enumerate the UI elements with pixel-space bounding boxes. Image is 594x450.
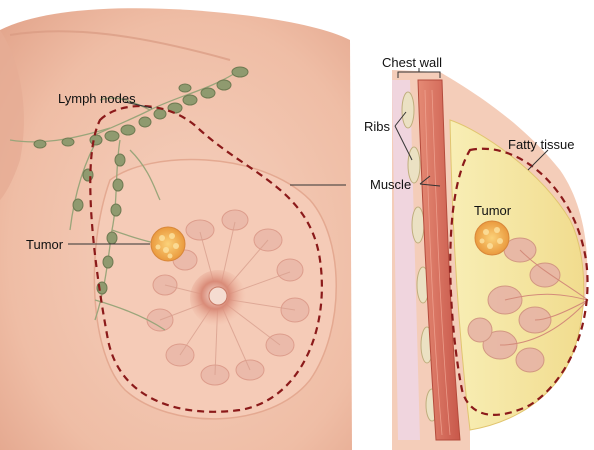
tumor-side	[475, 221, 509, 255]
lymph-node	[232, 67, 248, 77]
chest-wall-label: Chest wall	[382, 56, 442, 69]
fatty-tissue	[450, 120, 584, 430]
lymph-node	[201, 88, 215, 98]
front-view	[0, 8, 352, 450]
lymph-node	[103, 256, 113, 268]
lymph-node	[73, 199, 83, 211]
lymph-node	[90, 135, 102, 145]
muscle-label: Muscle	[370, 178, 411, 191]
lymph-node	[217, 80, 231, 90]
lymph-node	[179, 84, 191, 92]
lymph-node	[111, 204, 121, 216]
lymph-node	[62, 138, 74, 146]
lymph-nodes-label: Lymph nodes	[58, 92, 136, 105]
lymph-node	[121, 125, 135, 135]
lymph-node	[154, 109, 166, 119]
lymph-node	[105, 131, 119, 141]
lymph-node	[107, 232, 117, 244]
lymph-node	[139, 117, 151, 127]
tumor-front-label: Tumor	[26, 238, 63, 251]
tumor-front	[151, 227, 185, 261]
side-view	[392, 68, 588, 450]
fatty-tissue-label: Fatty tissue	[508, 138, 574, 151]
ribs-label: Ribs	[364, 120, 390, 133]
lymph-node	[115, 154, 125, 166]
lymph-node	[183, 95, 197, 105]
tumor-side-label: Tumor	[474, 204, 511, 217]
lymph-node	[34, 140, 46, 148]
nipple	[209, 287, 227, 305]
lymph-node	[113, 179, 123, 191]
